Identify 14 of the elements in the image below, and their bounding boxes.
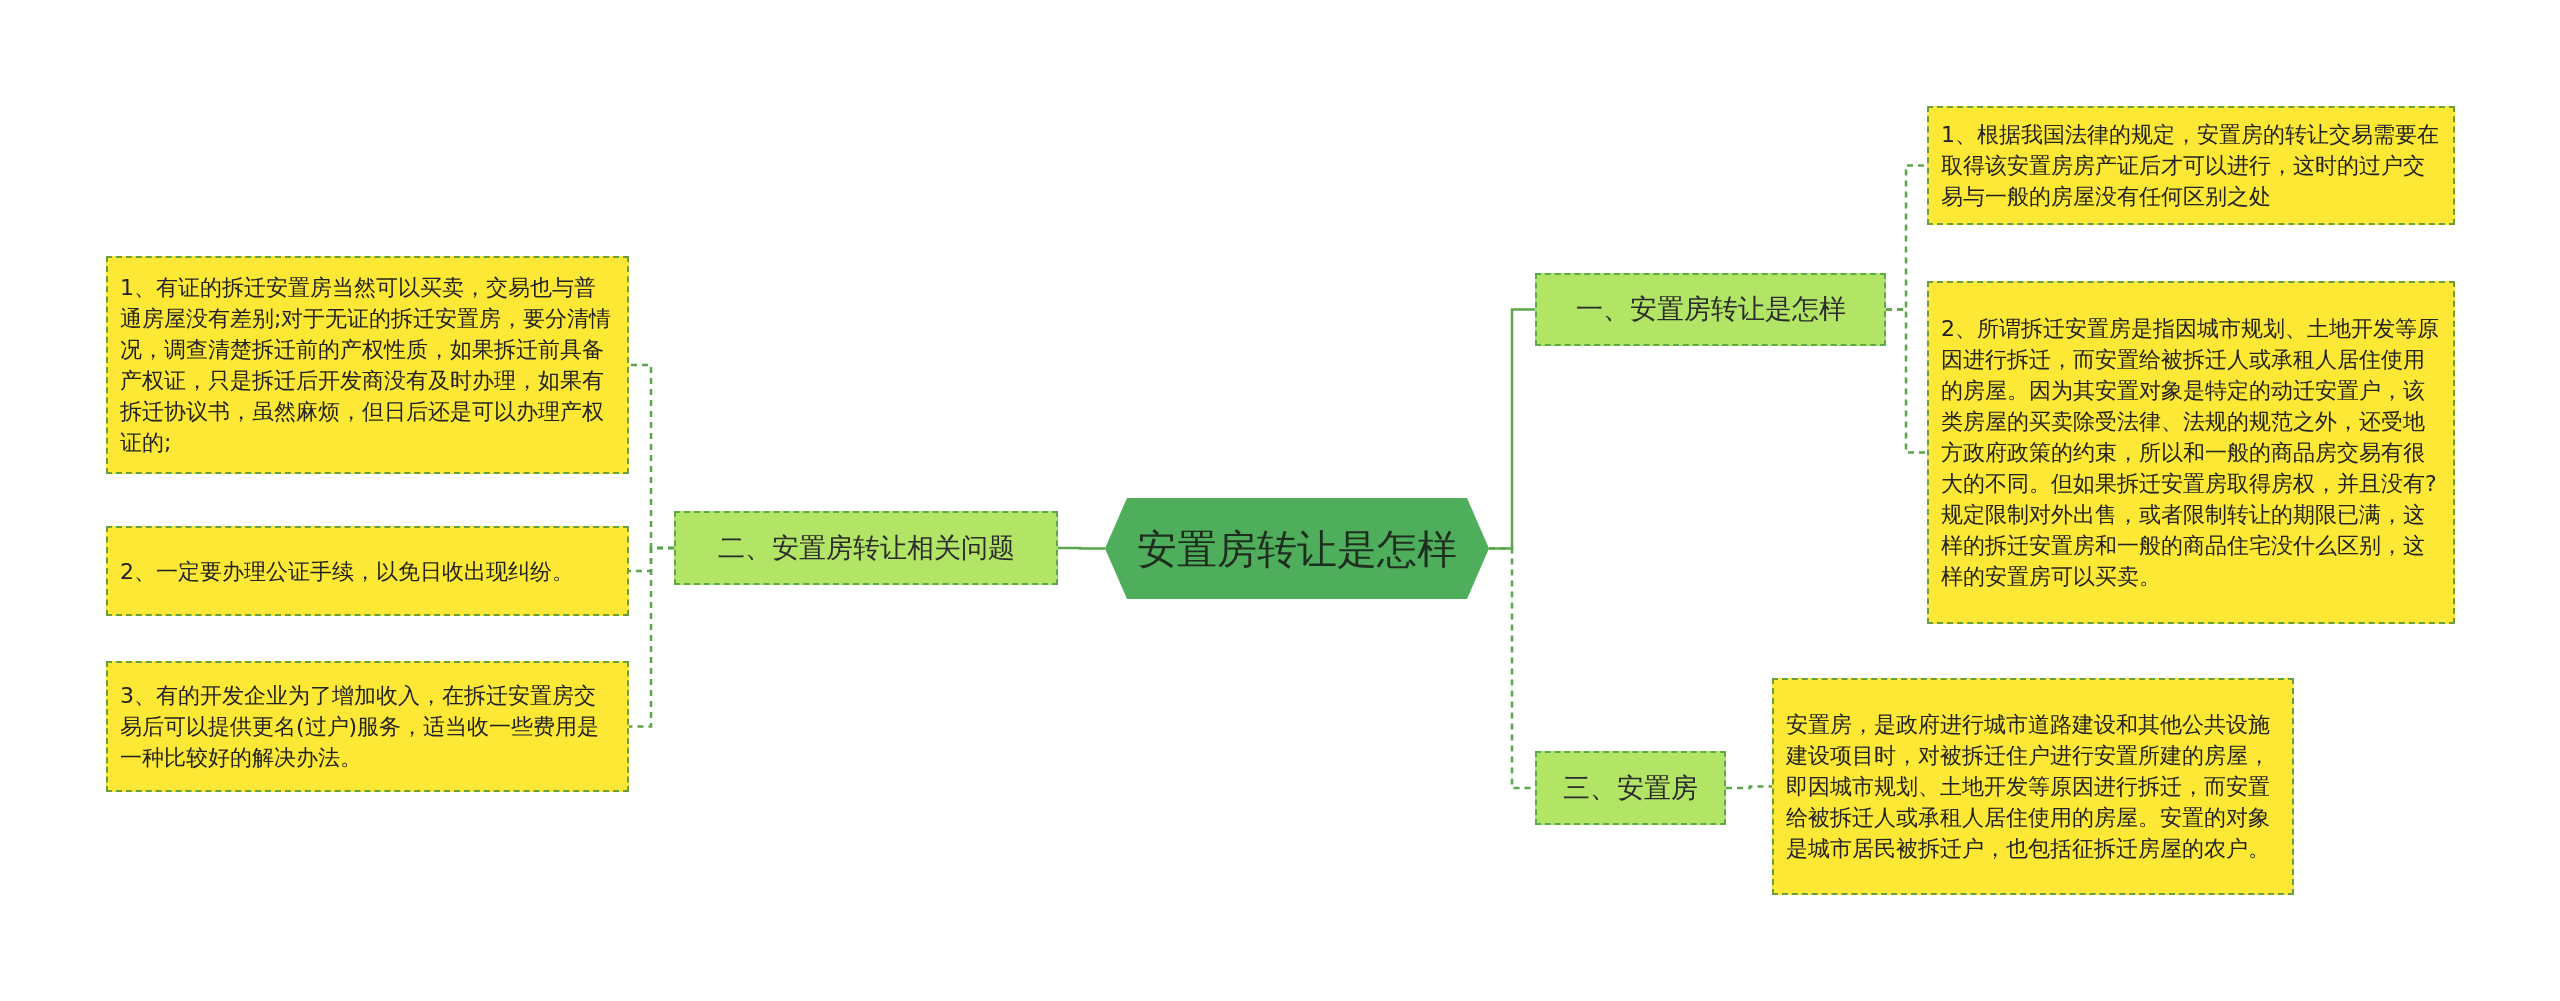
note-box: 3、有的开发企业为了增加收入，在拆迁安置房交易后可以提供更名(过户)服务，适当收一些费用是一种比较好的解决办法。 [106, 661, 629, 792]
note-box: 2、一定要办理公证手续，以免日收出现纠纷。 [106, 526, 629, 616]
note-box: 安置房，是政府进行城市道路建设和其他公共设施建设项目时，对被拆迁住户进行安置所建的房屋，即因城市规划、土地开发等原因进行拆迁，而安置给被拆迁人或承租人居住使用的房屋。安置的对象是城市居民被拆迁户，也包括征拆迁房屋的农户。 [1772, 678, 2294, 895]
connector-line [1886, 308, 1927, 454]
central-topic-hexagon: 安置房转让是怎样 [1105, 498, 1489, 599]
note-box: 1、有证的拆迁安置房当然可以买卖，交易也与普通房屋没有差别;对于无证的拆迁安置房，要分清情况，调查清楚拆迁前的产权性质，如果拆迁前具备产权证，只是拆迁后开发商没有及时办理，如果有拆迁协议书，虽然麻烦，但日后还是可以办理产权证的; [106, 256, 629, 474]
connector-line [1058, 546, 1105, 550]
connector-line [629, 546, 674, 728]
connector-line [1726, 785, 1772, 790]
note-box: 1、根据我国法律的规定，安置房的转让交易需要在取得该安置房房产证后才可以进行，这时的过户交易与一般的房屋没有任何区别之处 [1927, 106, 2455, 225]
branch-topic: 一、安置房转让是怎样 [1535, 273, 1886, 346]
branch-topic: 三、安置房 [1535, 751, 1726, 825]
branch-topic: 二、安置房转让相关问题 [674, 511, 1058, 585]
note-box: 2、所谓拆迁安置房是指因城市规划、土地开发等原因进行拆迁，而安置给被拆迁人或承租人居住使用的房屋。因为其安置对象是特定的动迁安置户，该类房屋的买卖除受法律、法规的规范之外，还受地方政府政策的约束，所以和一般的商品房交易有很大的不同。但如果拆迁安置房取得房权，并且没有?规定限制对外出售，或者限制转让的期限已满，这样的拆迁安置房和一般的商品住宅没什么区别，这样的安置房可以买卖。 [1927, 281, 2455, 624]
